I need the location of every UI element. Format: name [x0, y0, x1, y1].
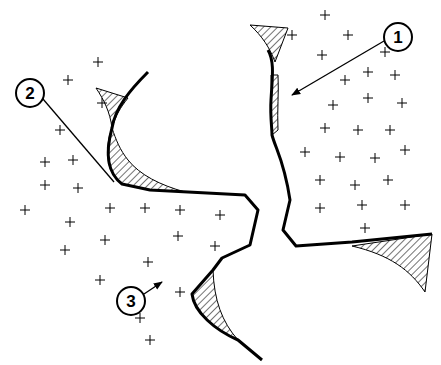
callout-circle — [16, 23, 412, 315]
grain-crosses — [20, 10, 410, 345]
callout-number: 1 — [393, 29, 402, 46]
callout-number: 2 — [25, 85, 34, 102]
crack-wall — [108, 50, 432, 360]
leader-line — [43, 41, 384, 294]
callout-number: 3 — [126, 293, 135, 310]
